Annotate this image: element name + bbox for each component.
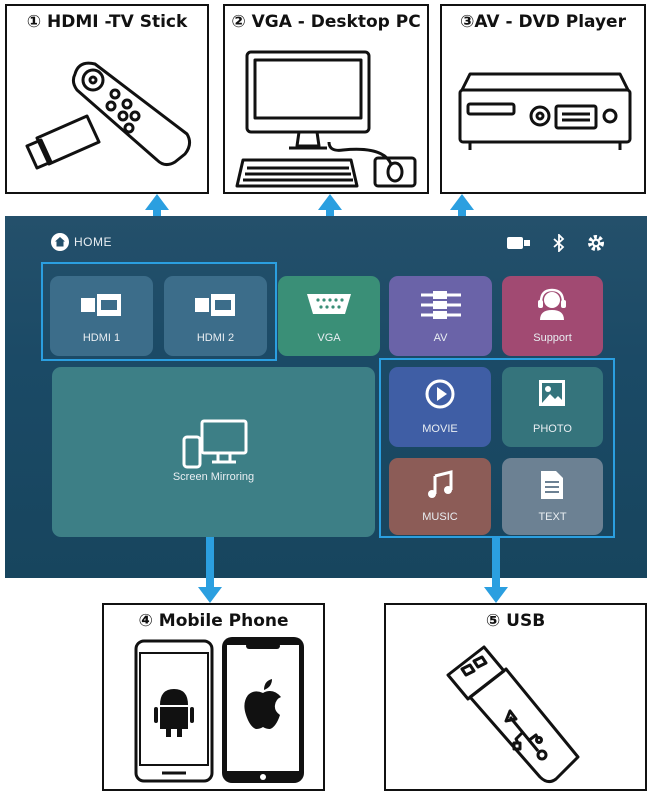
- highlight-usb-group: [379, 358, 615, 538]
- photo-icon: [539, 380, 565, 406]
- android-icon: [154, 689, 194, 737]
- apple-icon: [244, 679, 281, 729]
- tile-av[interactable]: AV: [389, 276, 492, 356]
- av-source-box: ③AV - DVD Player: [440, 4, 646, 194]
- home-icon: [51, 233, 69, 251]
- arrow-down-mobile: [198, 537, 222, 603]
- home-button[interactable]: HOME: [51, 233, 112, 251]
- usb-source-box: ⑤ USB: [384, 603, 647, 791]
- tile-hdmi2-label: HDMI 2: [196, 332, 235, 344]
- projector-home-screen: HOME HDMI 1 HDMI 2 VGA AV Support Screen…: [5, 216, 647, 578]
- usb-drive-icon: [446, 645, 580, 784]
- tile-vga-label: VGA: [317, 332, 341, 344]
- status-icons: [507, 234, 605, 252]
- play-icon: [425, 379, 455, 409]
- hdmi-plug-icon: [195, 294, 235, 316]
- tile-movie[interactable]: MOVIE: [389, 367, 491, 447]
- arrow-down-usb: [484, 537, 508, 603]
- usb-source-title: ⑤ USB: [485, 611, 546, 631]
- mobile-source-box: ④ Mobile Phone: [102, 603, 325, 791]
- text-document-icon: [541, 471, 563, 499]
- home-label: HOME: [74, 235, 112, 249]
- tile-vga[interactable]: VGA: [278, 276, 380, 356]
- input-source-icon[interactable]: [507, 236, 531, 250]
- tile-hdmi2[interactable]: HDMI 2: [164, 276, 267, 356]
- mobile-phones-icon: [134, 637, 304, 783]
- settings-gear-icon[interactable]: [587, 234, 605, 252]
- highlight-hdmi-group: [41, 262, 277, 361]
- support-headset-icon: [538, 288, 566, 320]
- top-bar: HOME: [5, 216, 647, 268]
- tile-photo[interactable]: PHOTO: [502, 367, 603, 447]
- tile-text-label: TEXT: [538, 511, 567, 523]
- tile-hdmi1[interactable]: HDMI 1: [50, 276, 153, 356]
- bluetooth-icon[interactable]: [553, 234, 565, 252]
- tile-av-label: AV: [433, 332, 448, 344]
- av-cables-icon: [421, 291, 461, 319]
- tile-movie-label: MOVIE: [422, 423, 458, 435]
- vga-source-title: ② VGA - Desktop PC: [231, 12, 421, 32]
- tile-screen-mirroring-label: Screen Mirroring: [172, 471, 255, 483]
- tile-music-label: MUSIC: [422, 511, 458, 523]
- vga-connector-icon: [307, 294, 351, 314]
- hdmi-source-title: ① HDMI -TV Stick: [26, 12, 188, 32]
- tile-support-label: Support: [533, 332, 572, 344]
- music-icon: [428, 470, 453, 498]
- screen-mirroring-icon: [182, 419, 248, 469]
- hdmi-source-box: ① HDMI -TV Stick: [5, 4, 209, 194]
- mobile-source-title: ④ Mobile Phone: [138, 611, 289, 631]
- desktop-pc-icon: [235, 50, 417, 188]
- av-source-title: ③AV - DVD Player: [460, 12, 626, 32]
- tile-photo-label: PHOTO: [533, 423, 572, 435]
- tile-music[interactable]: MUSIC: [389, 458, 491, 535]
- vga-source-box: ② VGA - Desktop PC: [223, 4, 429, 194]
- tile-hdmi1-label: HDMI 1: [82, 332, 121, 344]
- hdmi-plug-icon: [81, 294, 121, 316]
- tile-text[interactable]: TEXT: [502, 458, 603, 535]
- tile-support[interactable]: Support: [502, 276, 603, 356]
- tile-screen-mirroring[interactable]: Screen Mirroring: [52, 367, 375, 537]
- tv-stick-remote-icon: [25, 61, 192, 170]
- dvd-player-icon: [458, 72, 632, 150]
